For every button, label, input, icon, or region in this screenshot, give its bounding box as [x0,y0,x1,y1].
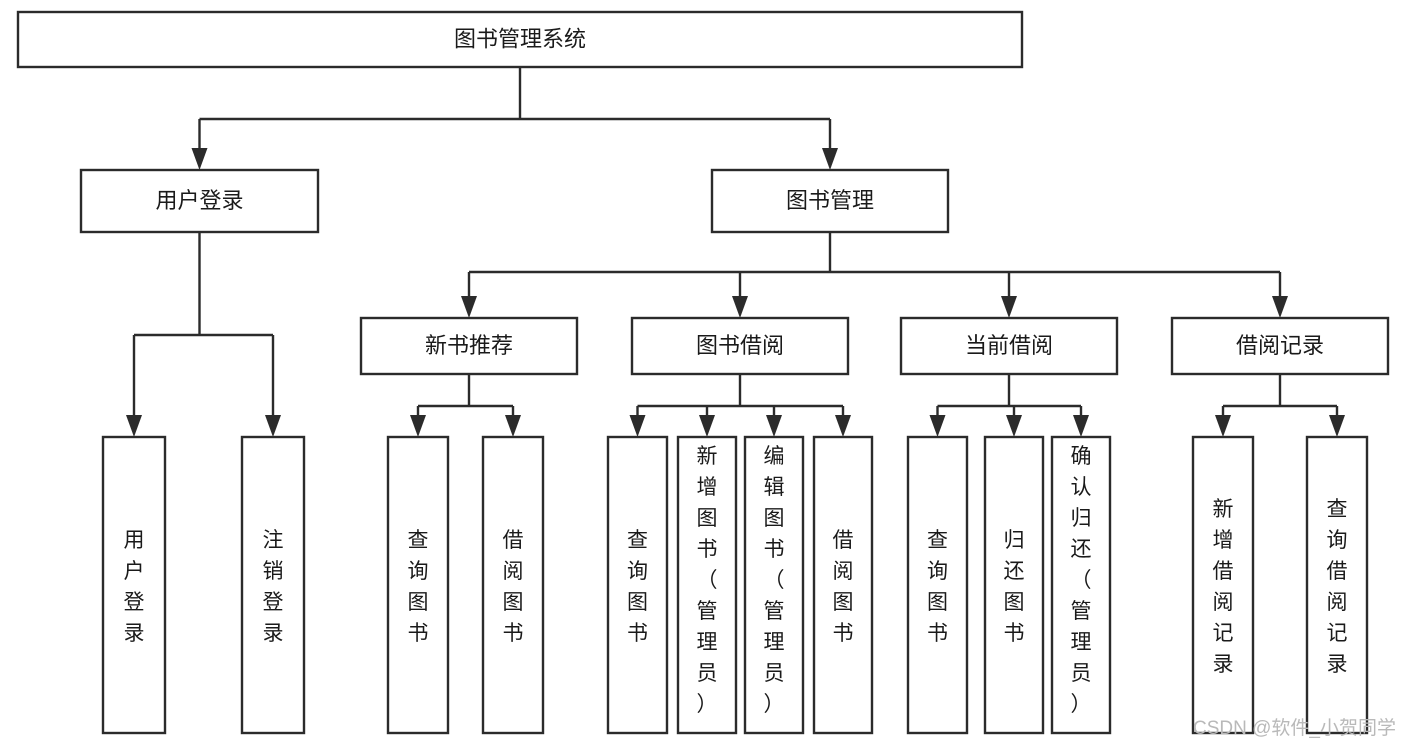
node-leaf-return-book[interactable]: 归还图书 [983,435,1045,735]
node-leaf-return-book-label: 归还图书 [1004,529,1025,645]
node-leaf-edit-book[interactable]: 编辑图书（管理员） [743,435,805,735]
node-leaf-borrow-book-1-label: 借阅图书 [503,529,524,645]
node-new-book-recommend[interactable]: 新书推荐 [359,316,579,376]
node-book-borrow-box[interactable] [630,316,850,376]
node-borrow-record[interactable]: 借阅记录 [1170,316,1390,376]
arrow-head-icon [1001,296,1017,318]
connectors-layer [126,67,1345,437]
arrow-head-icon [1215,415,1231,437]
node-root-box[interactable] [16,10,1024,69]
node-leaf-query-book-2-box[interactable] [606,435,669,735]
node-leaf-query-book-3-label: 查询图书 [927,529,948,645]
node-new-book-recommend-label: 新书推荐 [425,333,513,358]
node-leaf-query-book-1-box[interactable] [386,435,450,735]
node-book-borrow-label: 图书借阅 [696,333,784,358]
node-leaf-user-login-label: 用户登录 [124,529,145,645]
node-book-manage-box[interactable] [710,168,950,234]
node-new-book-recommend-box[interactable] [359,316,579,376]
node-leaf-confirm-return-box[interactable] [1050,435,1112,735]
arrow-head-icon [822,148,838,170]
node-leaf-user-logout-box[interactable] [240,435,306,735]
nodes-layer: 图书管理系统用户登录图书管理新书推荐图书借阅当前借阅借阅记录用户登录注销登录查询… [16,10,1390,735]
arrow-head-icon [1006,415,1022,437]
node-leaf-add-borrow-record-label: 新增借阅记录 [1213,498,1234,676]
node-borrow-record-label: 借阅记录 [1236,333,1324,358]
node-leaf-borrow-book-2-label: 借阅图书 [833,529,854,645]
node-leaf-query-borrow-record-box[interactable] [1305,435,1369,735]
node-user-login-box[interactable] [79,168,320,234]
node-leaf-borrow-book-2[interactable]: 借阅图书 [812,435,874,735]
node-leaf-confirm-return[interactable]: 确认归还（管理员） [1050,435,1112,735]
arrow-head-icon [766,415,782,437]
node-leaf-add-book[interactable]: 新增图书（管理员） [676,435,738,735]
node-leaf-user-logout[interactable]: 注销登录 [240,435,306,735]
arrow-head-icon [191,148,208,170]
node-user-login-label: 用户登录 [155,188,243,213]
node-leaf-borrow-book-1[interactable]: 借阅图书 [481,435,545,735]
node-borrow-record-box[interactable] [1170,316,1390,376]
node-leaf-edit-book-box[interactable] [743,435,805,735]
node-root[interactable]: 图书管理系统 [16,10,1024,69]
node-current-borrow-label: 当前借阅 [965,333,1053,358]
node-leaf-add-book-label: 新增图书（管理员） [697,445,718,716]
arrow-head-icon [126,415,142,437]
node-leaf-add-book-box[interactable] [676,435,738,735]
node-leaf-query-book-1[interactable]: 查询图书 [386,435,450,735]
arrow-head-icon [732,296,748,318]
arrow-head-icon [1073,415,1089,437]
arrow-head-icon [1329,415,1345,437]
node-book-borrow[interactable]: 图书借阅 [630,316,850,376]
node-leaf-query-borrow-record[interactable]: 查询借阅记录 [1305,435,1369,735]
node-root-label: 图书管理系统 [454,26,586,51]
arrow-head-icon [629,415,646,437]
node-current-borrow[interactable]: 当前借阅 [899,316,1119,376]
csdn-watermark: CSDN @软件_小贺同学 [1193,717,1396,739]
node-leaf-query-book-2[interactable]: 查询图书 [606,435,669,735]
node-leaf-return-book-box[interactable] [983,435,1045,735]
node-leaf-query-borrow-record-label: 查询借阅记录 [1327,498,1348,676]
node-book-manage[interactable]: 图书管理 [710,168,950,234]
node-leaf-user-login[interactable]: 用户登录 [101,435,167,735]
node-leaf-user-login-box[interactable] [101,435,167,735]
arrow-head-icon [410,415,426,437]
node-leaf-query-book-3-box[interactable] [906,435,969,735]
node-leaf-confirm-return-label: 确认归还（管理员） [1071,445,1092,716]
arrow-head-icon [461,296,477,318]
node-leaf-add-borrow-record[interactable]: 新增借阅记录 [1191,435,1255,735]
node-leaf-add-borrow-record-box[interactable] [1191,435,1255,735]
node-leaf-query-book-3[interactable]: 查询图书 [906,435,969,735]
arrow-head-icon [1272,296,1288,318]
node-leaf-borrow-book-1-box[interactable] [481,435,545,735]
node-book-manage-label: 图书管理 [786,188,874,213]
node-leaf-borrow-book-2-box[interactable] [812,435,874,735]
node-current-borrow-box[interactable] [899,316,1119,376]
arrow-head-icon [505,415,521,437]
node-leaf-user-logout-label: 注销登录 [263,529,284,645]
node-leaf-edit-book-label: 编辑图书（管理员） [764,445,785,716]
arrow-head-icon [699,415,715,437]
node-leaf-query-book-2-label: 查询图书 [627,529,648,645]
arrow-head-icon [265,415,281,437]
node-leaf-query-book-1-label: 查询图书 [408,529,429,645]
node-user-login[interactable]: 用户登录 [79,168,320,234]
arrow-head-icon [835,415,851,437]
arrow-head-icon [929,415,946,437]
